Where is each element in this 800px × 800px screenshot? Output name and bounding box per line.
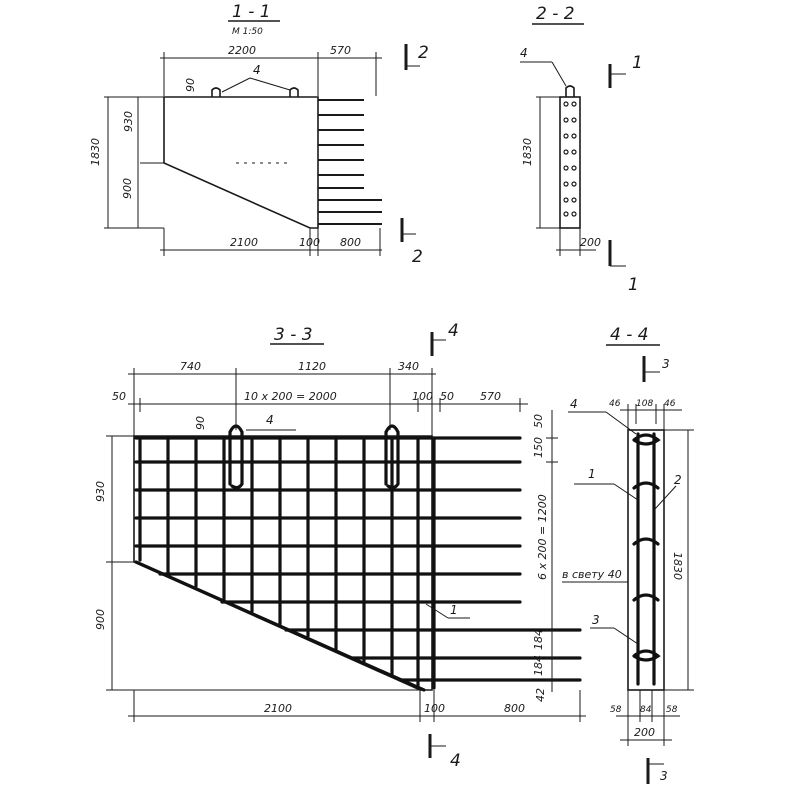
dim-1830: 1830 (671, 552, 684, 580)
dim-100: 100 (299, 236, 320, 249)
dim-800: 800 (340, 236, 361, 249)
section-4-4-title: 4 - 4 (610, 325, 649, 345)
section-1-1: 1 - 1 M 1:50 2200 570 4 90 (89, 2, 429, 267)
dim-150: 150 (532, 437, 545, 458)
panel-section-4-4 (627, 429, 665, 691)
callout-4: 4 (520, 46, 528, 60)
dim-mesh-span: 10 x 200 = 2000 (244, 390, 337, 403)
callout-2: 2 (674, 473, 682, 487)
dim-2200: 2200 (228, 44, 256, 57)
cut-label-3-top: 3 (662, 357, 670, 371)
callout-1: 1 (588, 467, 596, 481)
callout-hook-4: 4 (266, 413, 274, 427)
horizontal-rebars (134, 436, 582, 682)
protruding-bars (318, 99, 382, 225)
dim-800: 800 (504, 702, 525, 715)
cut-label-4-bottom: 4 (450, 751, 461, 771)
dim-42: 42 (534, 688, 547, 702)
section-2-2: 2 - 2 4 1830 200 1 1 (520, 4, 643, 295)
callout-3: 3 (592, 613, 600, 627)
dim-108: 108 (636, 399, 653, 409)
dim-90: 90 (194, 416, 207, 430)
dim-84: 84 (640, 705, 652, 715)
leader-line (221, 77, 251, 93)
lifting-loop (384, 424, 400, 490)
dim-1830: 1830 (89, 138, 102, 166)
section-3-3-title: 3 - 3 (274, 325, 313, 345)
dim-vertical-spacing: 6 x 200 = 1200 (536, 494, 549, 580)
panel-outline-3-3 (133, 435, 433, 691)
leader-line (653, 485, 677, 511)
callout-4: 4 (570, 397, 578, 411)
section-1-1-scale: M 1:50 (232, 27, 263, 37)
dim-2100: 2100 (230, 236, 258, 249)
cut-label-1-top: 1 (632, 53, 643, 73)
dim-184-a: 184 (532, 629, 545, 650)
lifting-hook (211, 87, 221, 97)
dim-570: 570 (480, 390, 501, 403)
dim-90: 90 (184, 78, 197, 92)
dim-740: 740 (180, 360, 201, 373)
leader-line (425, 603, 449, 619)
dim-46-b: 46 (664, 399, 676, 409)
section-1-1-title: 1 - 1 (232, 2, 271, 22)
inclined-rebar (134, 560, 426, 692)
leader-line (551, 61, 567, 87)
dim-50: 50 (440, 390, 454, 403)
dim-570: 570 (330, 44, 351, 57)
lifting-hook (565, 85, 575, 97)
dim-930: 930 (94, 481, 107, 502)
dim-340: 340 (398, 360, 419, 373)
callout-bar-1: 1 (450, 603, 458, 617)
dim-1830: 1830 (521, 138, 534, 166)
cut-label-2-bottom: 2 (412, 247, 423, 267)
panel-section-2-2 (559, 96, 581, 229)
dim-200: 200 (580, 236, 601, 249)
section-4-4: 4 - 4 3 3 46 108 46 4 1 (562, 325, 694, 784)
leader-line (249, 77, 291, 91)
callout-4: 4 (253, 63, 261, 77)
dim-184-b: 184 (532, 655, 545, 676)
clear-spacing-note: в свету 40 (562, 568, 622, 581)
cut-label-4-top: 4 (448, 321, 459, 341)
section-3-3: 3 - 3 4 4 740 1120 340 50 10 x 200 = 200… (94, 321, 586, 771)
stirrups (632, 433, 661, 662)
dim-100: 100 (424, 702, 445, 715)
cut-label-2-top: 2 (418, 43, 429, 63)
vertical-rebars (138, 436, 436, 690)
dim-900: 900 (121, 178, 134, 199)
dim-58-b: 58 (666, 705, 678, 715)
lifting-hook (289, 87, 299, 97)
leader-line (613, 627, 639, 645)
cut-label-1-bottom: 1 (628, 275, 639, 295)
dim-1120: 1120 (298, 360, 326, 373)
cut-label-3-bottom: 3 (660, 769, 668, 783)
dim-50-right: 50 (532, 414, 545, 428)
dim-50-left: 50 (112, 390, 126, 403)
dim-2100: 2100 (264, 702, 292, 715)
leader-line (605, 411, 637, 435)
dim-900: 900 (94, 609, 107, 630)
leader-line (613, 483, 639, 501)
bar-ends (563, 101, 577, 217)
dim-46-a: 46 (609, 399, 621, 409)
section-2-2-title: 2 - 2 (536, 4, 575, 24)
dim-58-a: 58 (610, 705, 622, 715)
dim-930: 930 (122, 111, 135, 132)
dim-100: 100 (412, 390, 433, 403)
lifting-loop (228, 424, 244, 490)
panel-outline-1-1 (163, 96, 319, 229)
dim-200: 200 (634, 726, 655, 739)
